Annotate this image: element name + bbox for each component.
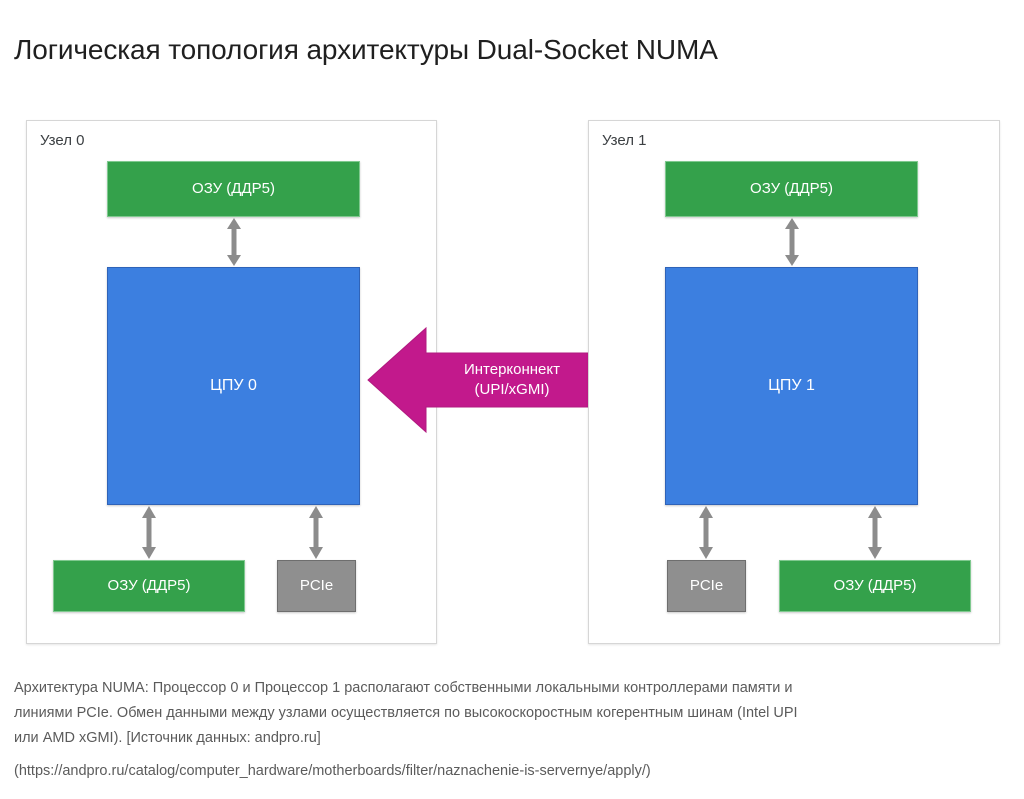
node-0-ram-bottom-block: ОЗУ (ДДР5) xyxy=(53,560,245,612)
diagram-caption: Архитектура NUMA: Процессор 0 и Процессо… xyxy=(14,676,1012,784)
arrow-node1-ram-top-to-cpu xyxy=(782,218,802,266)
caption-line-2: линиями PCIe. Обмен данными между узлами… xyxy=(14,705,798,721)
arrow-node1-cpu-to-pcie xyxy=(696,506,716,559)
node-0-label: Узел 0 xyxy=(40,132,85,149)
node-0-pcie-block: PCIe xyxy=(277,560,356,612)
caption-source-url: (https://andpro.ru/catalog/computer_hard… xyxy=(14,763,651,779)
numa-topology-diagram: Узел 0 ОЗУ (ДДР5) ЦПУ 0 ОЗУ (ДДР5) PCIe … xyxy=(0,110,1024,655)
caption-line-3: или AMD xGMI). [Источник данных: andpro.… xyxy=(14,730,321,746)
node-0-ram-top-block: ОЗУ (ДДР5) xyxy=(107,161,360,217)
node-1-ram-bottom-block: ОЗУ (ДДР5) xyxy=(779,560,971,612)
arrow-node0-cpu-to-ram-bottom xyxy=(139,506,159,559)
node-1-cpu-block: ЦПУ 1 xyxy=(665,267,918,505)
caption-line-1: Архитектура NUMA: Процессор 0 и Процессо… xyxy=(14,680,793,696)
node-1-pcie-block: PCIe xyxy=(667,560,746,612)
node-1-label: Узел 1 xyxy=(602,132,647,149)
node-0-cpu-block: ЦПУ 0 xyxy=(107,267,360,505)
arrow-node1-cpu-to-ram-bottom xyxy=(865,506,885,559)
node-1-ram-top-block: ОЗУ (ДДР5) xyxy=(665,161,918,217)
page-title: Логическая топология архитектуры Dual-So… xyxy=(14,34,718,65)
arrow-node0-ram-top-to-cpu xyxy=(224,218,244,266)
arrow-node0-cpu-to-pcie xyxy=(306,506,326,559)
